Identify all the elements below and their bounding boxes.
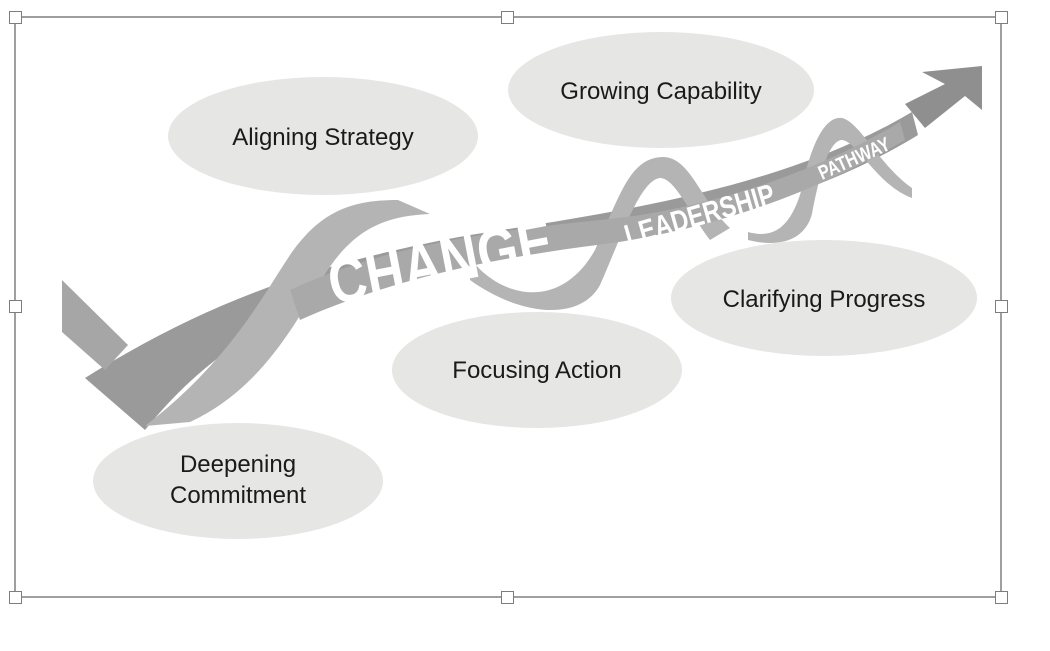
resize-handle-middle-left[interactable] bbox=[9, 300, 22, 313]
stage-focusing-action: Focusing Action bbox=[392, 312, 682, 428]
pathway-arrow-tail-flap bbox=[62, 280, 128, 370]
stage-label: Deepening bbox=[180, 451, 296, 478]
stage-label: Commitment bbox=[170, 482, 306, 509]
stage-ellipse bbox=[168, 77, 478, 195]
pathway-arrow-body bbox=[85, 112, 918, 430]
resize-handle-top-right[interactable] bbox=[995, 11, 1008, 24]
stage-ellipse bbox=[93, 423, 383, 539]
pathway-arrow-head bbox=[905, 66, 982, 128]
resize-handle-top-left[interactable] bbox=[9, 11, 22, 24]
stage-ellipse bbox=[508, 32, 814, 148]
resize-handle-middle-right[interactable] bbox=[995, 300, 1008, 313]
stage-label: Focusing Action bbox=[452, 357, 621, 384]
resize-handle-bottom-left[interactable] bbox=[9, 591, 22, 604]
stage-label: Growing Capability bbox=[560, 78, 761, 105]
ribbon-strand-left bbox=[145, 200, 430, 426]
resize-handle-bottom-center[interactable] bbox=[501, 591, 514, 604]
ribbon-strand-middle bbox=[470, 156, 730, 311]
stage-clarifying-progress: Clarifying Progress bbox=[671, 240, 977, 356]
resize-handle-top-center[interactable] bbox=[501, 11, 514, 24]
stage-ellipse bbox=[392, 312, 682, 428]
stage-label: Clarifying Progress bbox=[723, 286, 926, 313]
stage-label: Aligning Strategy bbox=[232, 124, 413, 151]
resize-handle-bottom-right[interactable] bbox=[995, 591, 1008, 604]
stage-growing-capability: Growing Capability bbox=[508, 32, 814, 148]
stage-aligning-strategy: Aligning Strategy bbox=[168, 77, 478, 195]
stage-ellipse bbox=[671, 240, 977, 356]
stage-deepening-commitment: Deepening Commitment bbox=[93, 423, 383, 539]
ribbon-band bbox=[290, 122, 905, 320]
